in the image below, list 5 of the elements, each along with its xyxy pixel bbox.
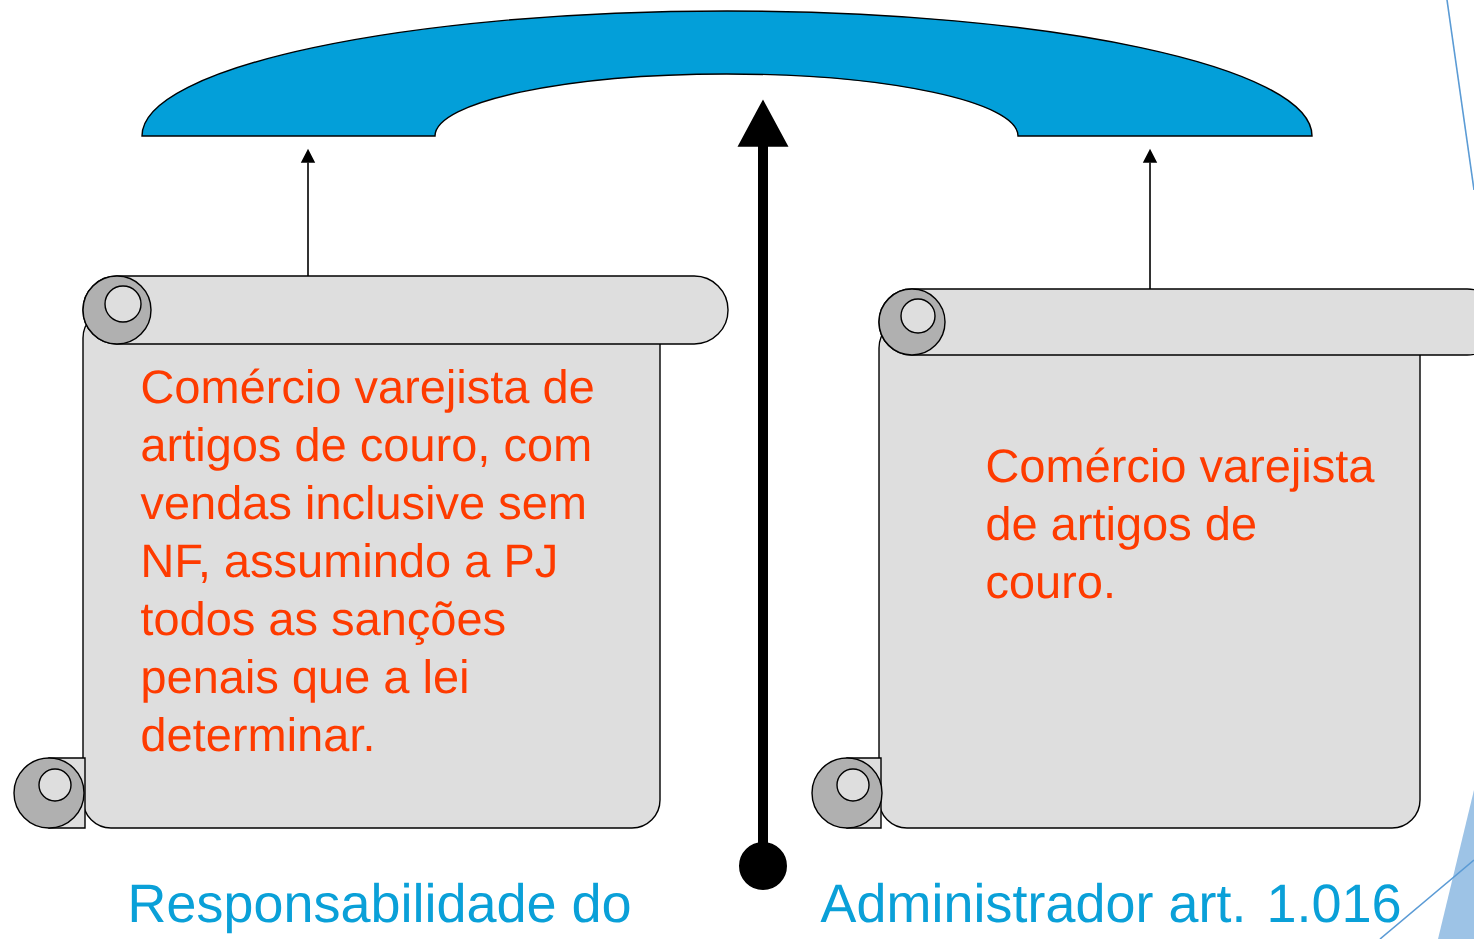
caption-text: Administrador art. 1.016 bbox=[820, 882, 1400, 923]
caption-text: Responsabilidade do bbox=[131, 882, 630, 934]
arch-band bbox=[141, 10, 1313, 137]
scroll-box: Comércio varejista de artigos de couro, com vendas inclusive sem NF, assumindo a PJ todos as sanções penais que a lei determinar. bbox=[13, 275, 729, 829]
scroll-box: Comércio varejista de artigos de couro. bbox=[811, 288, 1474, 829]
